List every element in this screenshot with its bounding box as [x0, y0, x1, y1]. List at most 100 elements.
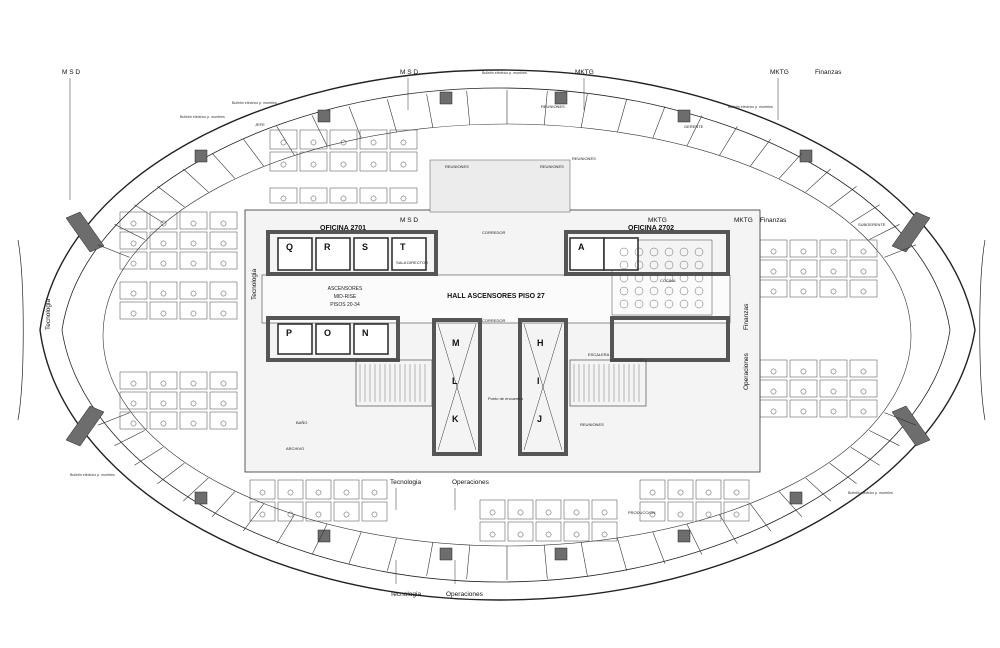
columns — [65, 91, 931, 561]
chair — [489, 531, 496, 538]
chair — [190, 380, 197, 387]
office-partition — [311, 524, 328, 555]
workstation — [535, 499, 562, 520]
conference-chair — [649, 286, 659, 296]
conference-chair — [649, 299, 659, 309]
hall-title: HALL ASCENSORES PISO 27 — [447, 293, 545, 300]
chair — [677, 489, 684, 496]
workstation — [209, 231, 238, 250]
workstation — [277, 479, 304, 500]
dept-finanzas: Finanzas — [760, 217, 787, 224]
office-2702-wall — [564, 230, 730, 276]
chair — [220, 260, 227, 267]
office-partition — [387, 99, 397, 133]
office-partition — [805, 477, 831, 502]
electrical-note: Bulletin eléctrico p. muebles — [482, 71, 527, 75]
chair — [280, 139, 287, 146]
chair — [800, 388, 807, 395]
workstation — [849, 239, 878, 258]
shaft-letter: I — [537, 376, 540, 386]
chair — [340, 195, 347, 202]
dept-tecnologia: Tecnologia — [251, 269, 258, 300]
chair — [517, 509, 524, 516]
workstation — [361, 501, 388, 522]
conference-chair — [679, 286, 689, 296]
workstation — [507, 499, 534, 520]
chair — [160, 420, 167, 427]
elevator-car — [277, 323, 313, 355]
office-partition — [580, 94, 588, 128]
chair — [705, 489, 712, 496]
chair — [130, 400, 137, 407]
workstation — [119, 211, 148, 230]
office-partition — [243, 503, 264, 532]
workstation — [639, 501, 666, 522]
workstation — [667, 479, 694, 500]
workstation — [563, 521, 590, 542]
office-partition — [134, 204, 164, 224]
workstation — [479, 521, 506, 542]
office-2701-lower-wall — [266, 316, 400, 362]
office-partition — [719, 126, 738, 156]
workstation — [119, 391, 148, 410]
stair-treads — [359, 364, 640, 402]
chair — [860, 368, 867, 375]
conference-chair — [634, 299, 644, 309]
dept-tecnologia: Tecnologia — [45, 299, 52, 330]
office-partition — [97, 412, 130, 426]
room-jefe: JEFE — [255, 122, 265, 127]
workstation — [789, 239, 818, 258]
office-partition — [869, 430, 900, 446]
workstation — [789, 259, 818, 278]
office-partition — [617, 537, 627, 571]
chair — [130, 290, 137, 297]
workstation — [563, 499, 590, 520]
workstation — [179, 411, 208, 430]
chair — [220, 310, 227, 317]
elevator-letter: T — [400, 242, 406, 252]
chair — [770, 388, 777, 395]
workstation — [179, 231, 208, 250]
electrical-note: Bulletin eléctrico p. muebles — [232, 101, 277, 105]
chair — [160, 290, 167, 297]
workstation — [119, 371, 148, 390]
workstation — [209, 211, 238, 230]
elevator-car — [277, 237, 313, 271]
conference-chair — [619, 286, 629, 296]
workstation — [329, 187, 358, 204]
elevator-note-1: ASCENSORES — [328, 286, 363, 292]
workstation — [333, 479, 360, 500]
workstation — [361, 479, 388, 500]
room-corredor: CORREDOR — [482, 230, 505, 235]
office-partition — [686, 115, 703, 146]
chair — [830, 408, 837, 415]
workstation — [299, 151, 328, 172]
column — [317, 529, 331, 543]
conference-chair — [619, 247, 629, 257]
corner-column — [65, 211, 105, 253]
chair — [280, 161, 287, 168]
workstation — [269, 187, 298, 204]
chair — [220, 400, 227, 407]
workstation — [819, 399, 848, 418]
workstation — [849, 399, 878, 418]
elevator-letter: P — [286, 328, 292, 338]
office-partition — [114, 430, 145, 446]
dept-mktg: MKTG — [770, 69, 789, 76]
chair — [733, 489, 740, 496]
facade-inner — [61, 87, 951, 583]
workstation — [149, 251, 178, 270]
chair — [705, 511, 712, 518]
elevator-car — [353, 323, 389, 355]
elevator-letter: Q — [286, 242, 293, 252]
chair — [770, 268, 777, 275]
workstation — [819, 239, 848, 258]
chair — [220, 380, 227, 387]
workstation — [269, 129, 298, 150]
chair — [601, 509, 608, 516]
shaft-letter: M — [452, 338, 460, 348]
office-partition — [387, 537, 397, 571]
column — [317, 109, 331, 123]
workstation — [209, 251, 238, 270]
